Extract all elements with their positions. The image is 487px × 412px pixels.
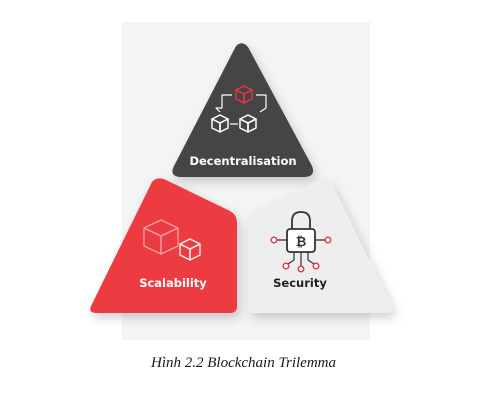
figure-caption: Hình 2.2 Blockchain Trilemma xyxy=(151,355,336,371)
svg-text:₿: ₿ xyxy=(296,235,307,250)
segment-security xyxy=(248,179,393,313)
segment-label-decentralisation: Decentralisation xyxy=(189,154,296,168)
segment-scalability-shape xyxy=(90,178,237,313)
segment-decentralisation xyxy=(172,43,314,177)
scaling-cubes-icon xyxy=(143,219,201,261)
segment-scalability xyxy=(90,178,237,313)
segment-label-security: Security xyxy=(273,276,327,290)
segment-decentralisation-shape xyxy=(172,43,314,177)
bitcoin-lock-icon: ₿ xyxy=(270,211,332,273)
linked-cubes-icon xyxy=(211,85,267,133)
segment-security-shape xyxy=(248,179,393,313)
segment-label-scalability: Scalability xyxy=(139,276,207,290)
